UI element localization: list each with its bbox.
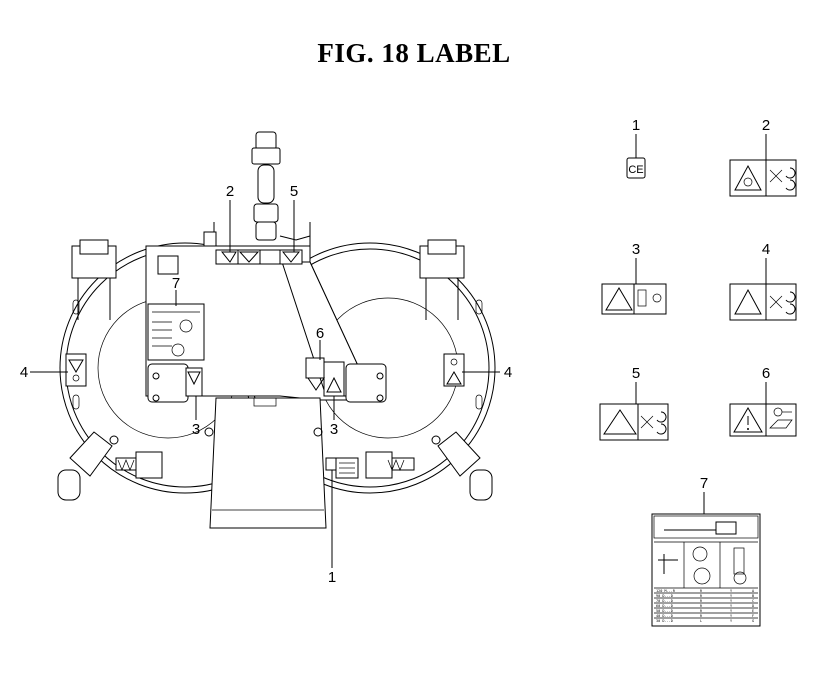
right-wheel-assembly bbox=[365, 431, 493, 501]
on-machine-label-7 bbox=[147, 303, 205, 361]
label-2-number: 2 bbox=[762, 117, 770, 134]
label-7-table-cell: Y bbox=[730, 619, 733, 623]
label-7-decal: 120 M...R R Y A 90 D...D R Y B 70 D...D R Y C 60 D..… bbox=[651, 513, 761, 627]
callout-1: 1 bbox=[328, 569, 336, 586]
label-7-table-cell: R bbox=[700, 609, 703, 613]
label-7-table-cell: 120 M...R bbox=[656, 589, 676, 593]
on-machine-label-5 bbox=[259, 249, 303, 265]
callout-6: 6 bbox=[316, 325, 324, 342]
label-7-table-cell: Y bbox=[730, 609, 733, 613]
bolt bbox=[313, 427, 323, 437]
label-4-number: 4 bbox=[762, 241, 770, 258]
label-3-number: 3 bbox=[632, 241, 640, 258]
callout-3-left: 3 bbox=[192, 421, 200, 438]
label-5-decal bbox=[599, 403, 669, 441]
label-1-number: 1 bbox=[632, 117, 640, 134]
plate-square bbox=[157, 255, 179, 275]
right-bearing-block bbox=[345, 363, 387, 403]
on-machine-label-2 bbox=[215, 249, 261, 265]
label-7-table-cell: R bbox=[700, 594, 703, 598]
label-7-table-cell: 70 D...D bbox=[656, 599, 673, 603]
left-bearing-block bbox=[147, 363, 189, 403]
callout-2: 2 bbox=[226, 183, 234, 200]
label-7-table-cell: R bbox=[700, 589, 703, 593]
callout-3-right: 3 bbox=[330, 421, 338, 438]
label-7-table-cell: L bbox=[700, 619, 702, 623]
label-7-table-cell: Y bbox=[730, 614, 733, 618]
top-hitch bbox=[203, 131, 311, 247]
callout-7: 7 bbox=[172, 275, 180, 292]
label-6-decal bbox=[729, 403, 797, 437]
label-7-table-cell: 40 D...D bbox=[656, 614, 673, 618]
label-7-table-cell: R bbox=[700, 599, 703, 603]
label-7-table-cell: Y bbox=[730, 599, 733, 603]
label-7-table-cell: E bbox=[752, 609, 754, 613]
label-7-table-cell: B bbox=[752, 594, 754, 598]
label-7-table-cell: R bbox=[700, 614, 703, 618]
label-7-table-cell: C bbox=[752, 599, 754, 603]
label-7-table-cell: G bbox=[752, 619, 754, 623]
callout-5: 5 bbox=[290, 183, 298, 200]
label-7-table-cell: 90 D...D bbox=[656, 594, 673, 598]
label-3-decal bbox=[601, 283, 667, 315]
callout-4-left: 4 bbox=[20, 364, 28, 381]
label-7-table-cell: F bbox=[752, 614, 754, 618]
leader-lines bbox=[30, 200, 500, 568]
label-7-table-cell: 30 D...D bbox=[656, 619, 673, 623]
callout-4-right: 4 bbox=[504, 364, 512, 381]
bolt bbox=[109, 435, 119, 445]
label-4-decal bbox=[729, 283, 797, 321]
bolt bbox=[204, 427, 214, 437]
figure-title: FIG. 18 LABEL bbox=[317, 38, 511, 68]
label-7-table-cell: R bbox=[700, 604, 703, 608]
ce-mark-text: CE bbox=[628, 164, 643, 176]
label-2-decal bbox=[729, 159, 797, 197]
label-7-table-cell: 50 D...D bbox=[656, 609, 673, 613]
label-7-table-cell: 60 D...D bbox=[656, 604, 673, 608]
label-1-ce bbox=[626, 157, 646, 179]
on-machine-label-4-left bbox=[65, 353, 87, 387]
label-7-number: 7 bbox=[700, 475, 708, 492]
on-machine-label-3-left bbox=[185, 367, 203, 397]
bolt bbox=[431, 435, 441, 445]
label-7-table-cell: D bbox=[752, 604, 754, 608]
label-6-number: 6 bbox=[762, 365, 770, 382]
mower-deck-diagram: 2 5 7 6 4 4 3 3 1 bbox=[20, 131, 512, 586]
on-machine-label-1 bbox=[325, 457, 359, 479]
label-7-table-cell: Y bbox=[730, 589, 733, 593]
discharge-chute bbox=[209, 397, 327, 529]
label-7-table: 120 M...R R Y A 90 D...D R Y B 70 D...D R Y C 60 D..… bbox=[656, 589, 755, 623]
right-side-bracket bbox=[419, 239, 465, 320]
label-sheet: 1 CE 2 3 4 bbox=[599, 117, 797, 627]
on-machine-label-4-right bbox=[443, 353, 465, 387]
label-7-table-cell: A bbox=[752, 589, 755, 593]
left-wheel-assembly bbox=[57, 431, 163, 501]
on-machine-label-6 bbox=[305, 357, 345, 397]
label-5-number: 5 bbox=[632, 365, 640, 382]
label-7-table-cell: Y bbox=[730, 604, 733, 608]
left-side-bracket bbox=[71, 239, 117, 320]
label-7-table-cell: Y bbox=[730, 594, 733, 598]
